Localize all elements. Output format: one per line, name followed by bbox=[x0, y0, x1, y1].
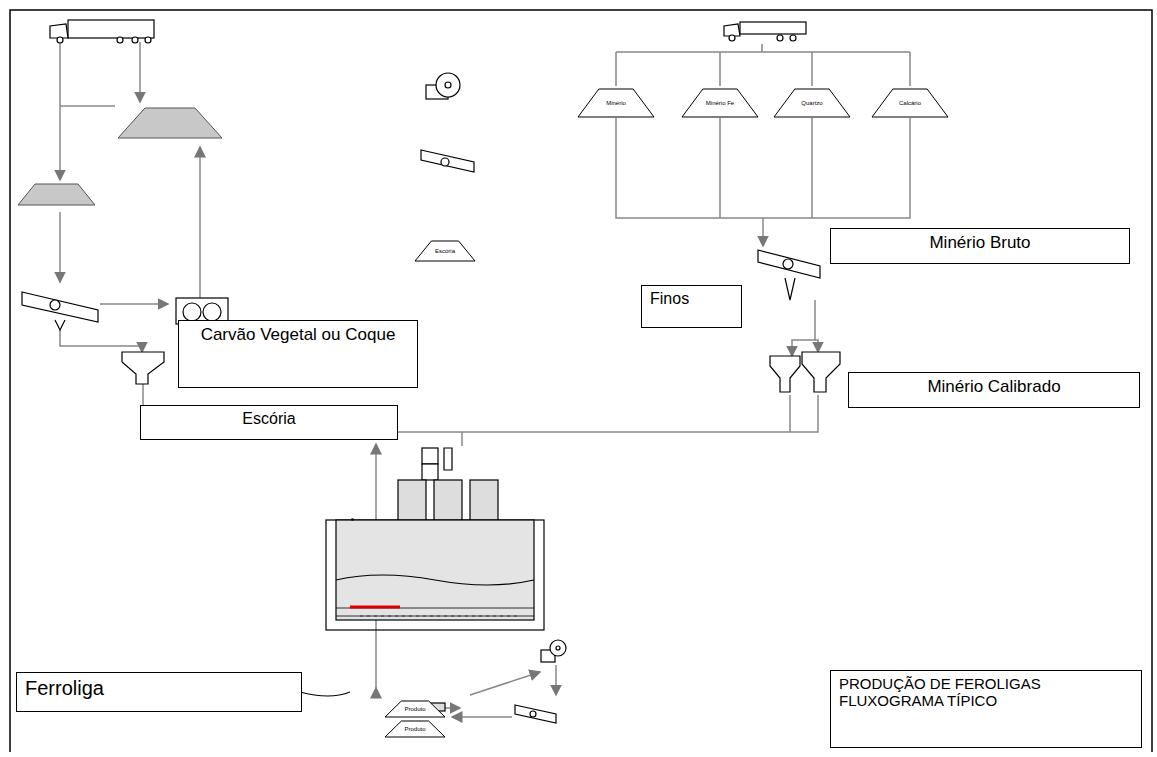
label-box: Escória bbox=[140, 405, 398, 440]
label-box: Minério Calibrado bbox=[848, 372, 1140, 408]
node-text: Produto bbox=[384, 720, 446, 732]
label-box: Carvão Vegetal ou Coque bbox=[178, 320, 418, 388]
stockpile: Minério bbox=[577, 88, 655, 118]
node-text: Carvão Vegetal ou Coque bbox=[185, 325, 411, 345]
node-text: Produto bbox=[384, 700, 446, 712]
node-text: Escória bbox=[147, 410, 391, 428]
node-text: PRODUÇÃO DE FEROLIGAS FLUXOGRAMA TÍPICO bbox=[839, 675, 1133, 710]
node-text: Finos bbox=[650, 290, 733, 308]
stockpile: Produto bbox=[384, 720, 446, 738]
node-text: Minério Calibrado bbox=[855, 377, 1133, 397]
node-text: Calcário bbox=[871, 88, 949, 106]
stockpile: Produto bbox=[384, 700, 446, 718]
node-text: Escória bbox=[414, 240, 476, 254]
node-text: Quartzo bbox=[773, 88, 851, 106]
label-box: PRODUÇÃO DE FEROLIGAS FLUXOGRAMA TÍPICO bbox=[830, 670, 1142, 748]
stockpile: Escória bbox=[414, 240, 476, 262]
stockpile: Calcário bbox=[871, 88, 949, 118]
node-text: Minério Fe bbox=[681, 88, 759, 106]
stockpile: Quartzo bbox=[773, 88, 851, 118]
label-box: Ferroliga bbox=[16, 672, 302, 712]
node-text: Minério bbox=[577, 88, 655, 106]
label-box: Finos bbox=[641, 285, 742, 328]
label-box: Minério Bruto bbox=[830, 228, 1130, 264]
stockpile: Minério Fe bbox=[681, 88, 759, 118]
node-text: Minério Bruto bbox=[837, 233, 1123, 253]
node-text: Ferroliga bbox=[25, 677, 293, 700]
